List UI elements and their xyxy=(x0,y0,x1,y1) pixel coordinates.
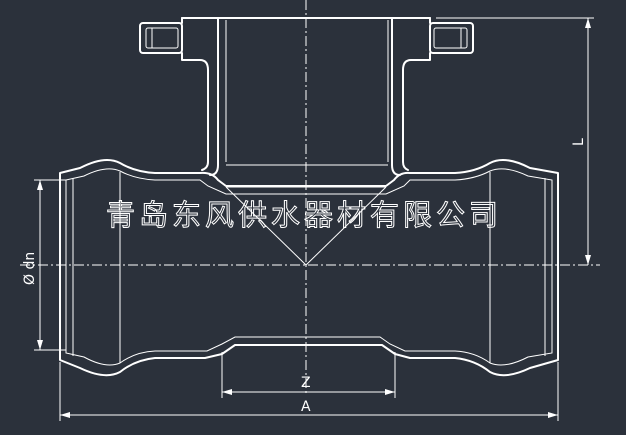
z-arrow-left xyxy=(222,389,232,395)
flange-left-lug-inner xyxy=(145,27,179,49)
dn-arrow-top xyxy=(37,180,43,190)
flange-left-web xyxy=(181,52,209,171)
dn-label: Ø dn xyxy=(22,252,38,285)
flange-and-branch-left xyxy=(181,17,219,176)
flange-right-web xyxy=(402,52,431,171)
z-arrow-right xyxy=(385,389,395,395)
flange-and-branch-right xyxy=(391,17,431,176)
body-outer-contour xyxy=(59,158,559,377)
a-arrow-left xyxy=(60,412,70,418)
body-inner-contour xyxy=(65,168,553,366)
dn-arrow-bottom xyxy=(37,340,43,350)
flange-left-lug xyxy=(139,22,183,54)
l-arrow-bottom xyxy=(585,255,591,265)
l-label: L xyxy=(571,138,587,146)
a-arrow-right xyxy=(548,412,558,418)
company-watermark: 青岛东风供水器材有限公司 xyxy=(106,198,502,232)
flange-right-lug xyxy=(429,22,474,54)
hidden-diagonal-left xyxy=(225,186,307,266)
hidden-diagonal-right xyxy=(305,186,387,266)
flange-right-lug-inner xyxy=(433,27,468,49)
z-label: Z xyxy=(301,375,311,391)
a-label: A xyxy=(301,399,311,415)
l-arrow-top xyxy=(585,18,591,28)
